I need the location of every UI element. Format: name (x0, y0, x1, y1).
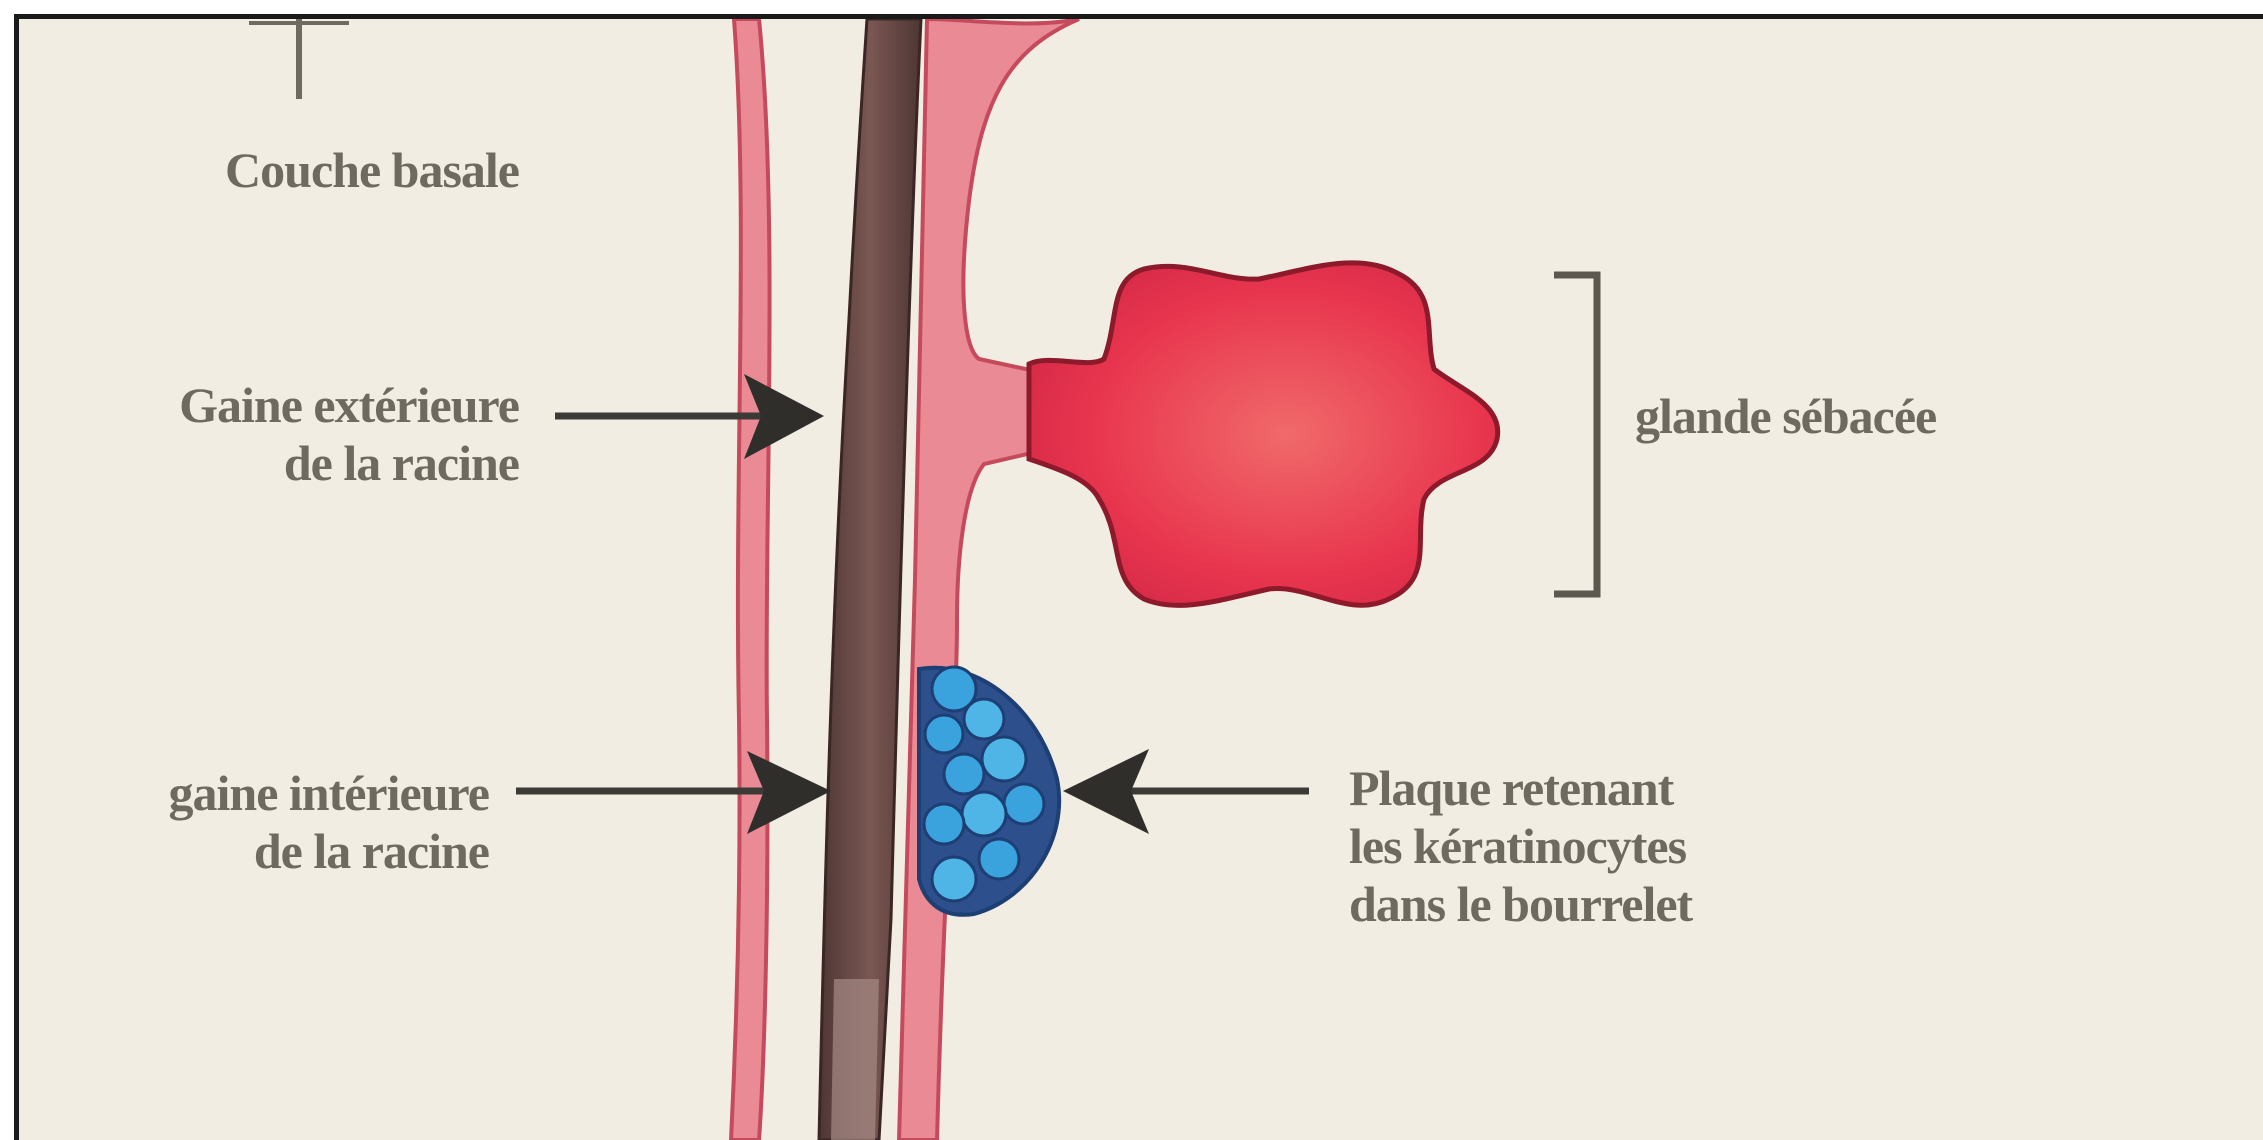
label-plaque-line2: les kératinocytes (1349, 817, 1692, 875)
label-glande-sebacee: glande sébacée (1635, 387, 1936, 445)
label-couche-basale: Couche basale (149, 141, 519, 199)
hair-shaft-lower (831, 979, 879, 1140)
label-couche-basale-text: Couche basale (225, 142, 519, 198)
label-gaine-exterieure: Gaine extérieure de la racine (79, 376, 519, 492)
inner-root-sheath-right (899, 19, 1079, 1140)
outer-root-sheath-left (731, 19, 770, 1140)
label-glande-sebacee-text: glande sébacée (1635, 388, 1936, 444)
label-gaine-interieure: gaine intérieure de la racine (59, 764, 489, 880)
label-plaque-line1: Plaque retenant (1349, 759, 1692, 817)
label-gaine-interieure-line1: gaine intérieure (59, 764, 489, 822)
label-gaine-exterieure-line1: Gaine extérieure (79, 376, 519, 434)
label-plaque: Plaque retenant les kératinocytes dans l… (1349, 759, 1692, 933)
label-plaque-line3: dans le bourrelet (1349, 875, 1692, 933)
sebaceous-gland (1029, 263, 1498, 606)
diagram-frame: Couche basale Gaine extérieure de la rac… (14, 14, 2263, 1140)
stem-cell-bulge (919, 667, 1059, 915)
label-gaine-exterieure-line2: de la racine (79, 434, 519, 492)
label-gaine-interieure-line2: de la racine (59, 822, 489, 880)
gland-bracket (1554, 275, 1597, 594)
